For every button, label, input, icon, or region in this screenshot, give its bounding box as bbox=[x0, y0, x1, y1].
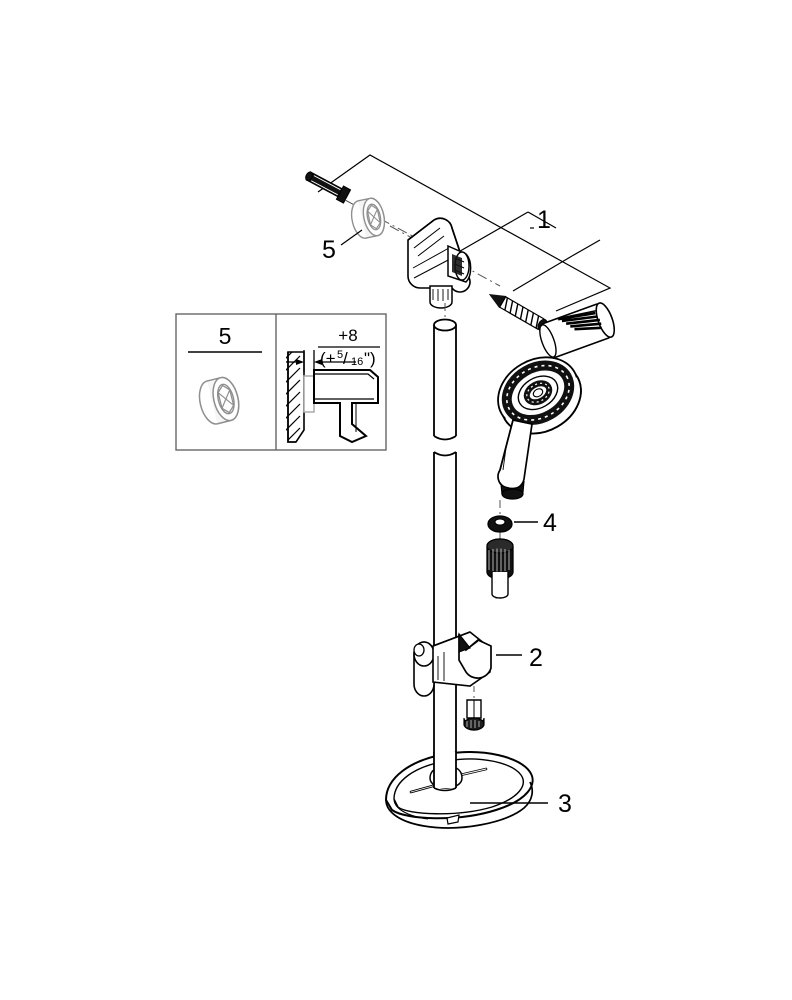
detail-box-number: 5 bbox=[219, 323, 232, 349]
callout-1-leader-group bbox=[317, 154, 612, 312]
detail-washer-section bbox=[303, 375, 315, 413]
grub-screw bbox=[305, 171, 352, 204]
hand-shower-head bbox=[497, 356, 582, 500]
dimension-imperial-open: (+ bbox=[320, 349, 336, 368]
rail-through-dish bbox=[433, 752, 457, 792]
detail-bracket-section bbox=[313, 369, 379, 444]
dimension-imperial-numerator: 5 bbox=[337, 349, 343, 361]
hose-connector-stub bbox=[463, 686, 485, 731]
dim-arrow-right bbox=[314, 359, 322, 365]
dimension-imperial: (+ 5 / 16 ") bbox=[320, 349, 376, 368]
callout-1-leader-b bbox=[571, 239, 601, 257]
detail-box-5: 5 bbox=[175, 313, 387, 451]
callout-1-number: 1 bbox=[537, 206, 551, 234]
callout-3-number: 3 bbox=[558, 790, 572, 818]
escutcheon-rosette bbox=[350, 197, 386, 239]
detail-escutcheon-rosette bbox=[198, 376, 240, 425]
dimension-metric: +8 bbox=[338, 326, 357, 345]
dimension-imperial-close: ") bbox=[364, 349, 376, 368]
wall-plug-dowel bbox=[539, 302, 616, 359]
dim-arrow-left bbox=[296, 359, 304, 365]
dimension-arrows bbox=[286, 350, 356, 372]
shower-rail-bar bbox=[433, 303, 457, 785]
callout-2-number: 2 bbox=[529, 644, 543, 672]
wall-bracket bbox=[407, 217, 472, 309]
dimension-imperial-denominator: 16 bbox=[351, 356, 363, 368]
callout-5-leader bbox=[340, 229, 363, 246]
shower-gasket-seal bbox=[487, 515, 513, 533]
wall-section-hatch bbox=[286, 351, 305, 443]
callout-5-number: 5 bbox=[322, 236, 336, 264]
dimension-imperial-slash: / bbox=[343, 349, 348, 368]
sliding-shower-holder bbox=[413, 631, 492, 697]
hose-knurled-nut bbox=[486, 538, 514, 599]
callout-1-leader-a bbox=[527, 211, 557, 229]
callout-4-number: 4 bbox=[543, 509, 557, 537]
wood-screw bbox=[488, 294, 548, 332]
soap-dish-tray bbox=[384, 751, 534, 829]
